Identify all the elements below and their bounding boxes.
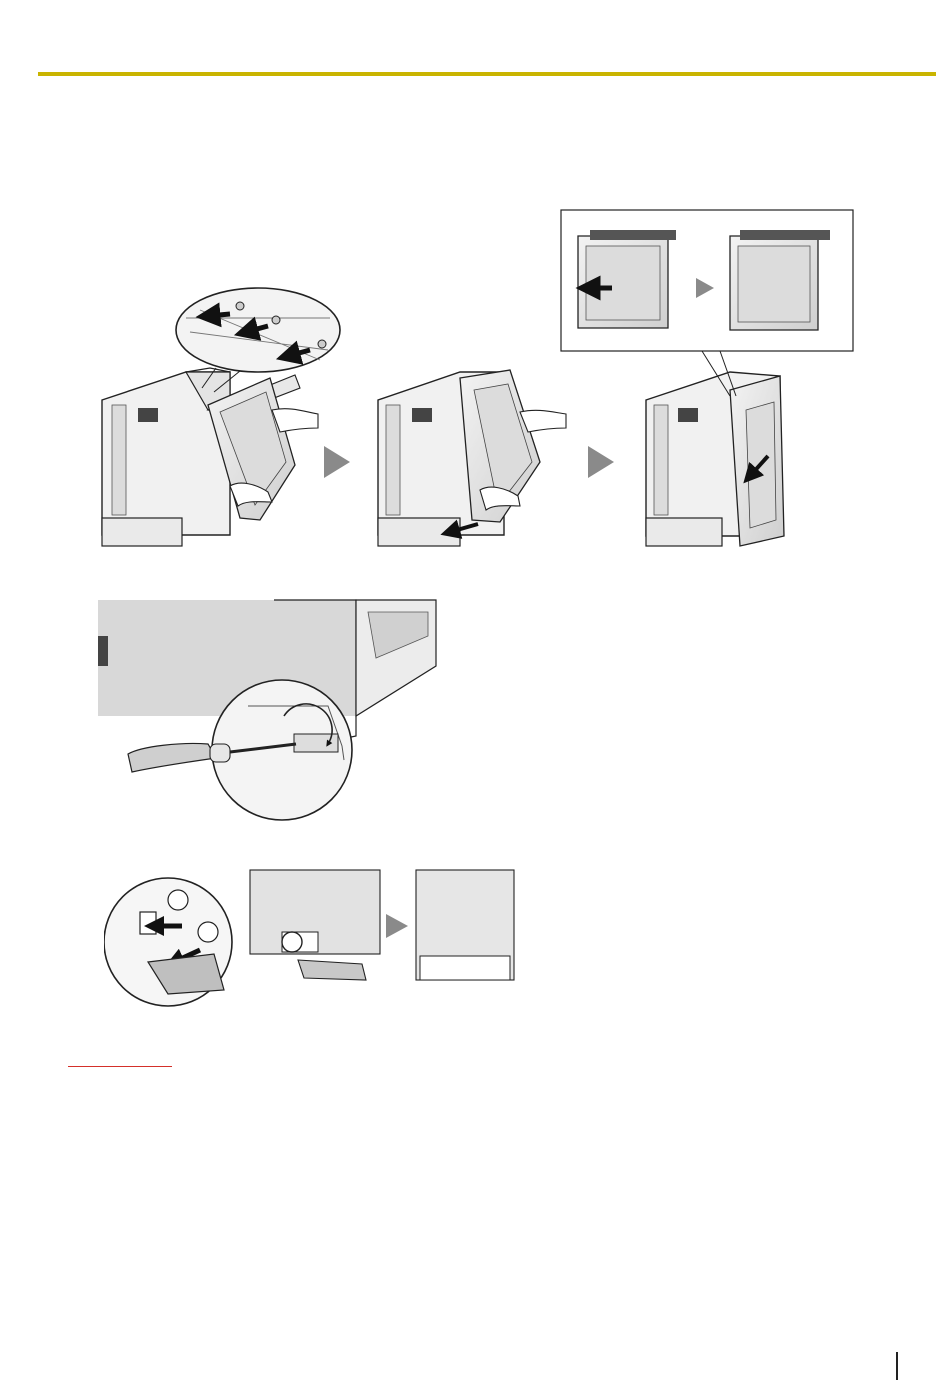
header-rule	[38, 72, 936, 76]
step-arrow-2	[588, 446, 614, 478]
hand-right-1	[272, 409, 318, 432]
screwdriver-figure	[98, 596, 443, 831]
page-number-marker	[896, 1352, 898, 1380]
step-arrow-3	[386, 914, 408, 938]
cabinet-cover-attached	[416, 870, 514, 980]
cabinet-unit-3	[646, 372, 784, 546]
inset-cabinet-after	[730, 230, 830, 330]
cabinet-bottom-view	[250, 870, 380, 980]
front-cover-removal-figure	[90, 200, 870, 570]
inset-callout-box	[561, 210, 853, 396]
inset-cabinet-before	[578, 230, 676, 328]
screw-detail-magnifier	[212, 680, 352, 820]
step-arrow-1	[324, 446, 350, 478]
bottom-cover-figure	[104, 866, 519, 1016]
cover-detail-magnifier	[104, 878, 232, 1006]
note-rule	[68, 1066, 172, 1067]
hand-right-2	[520, 410, 566, 432]
